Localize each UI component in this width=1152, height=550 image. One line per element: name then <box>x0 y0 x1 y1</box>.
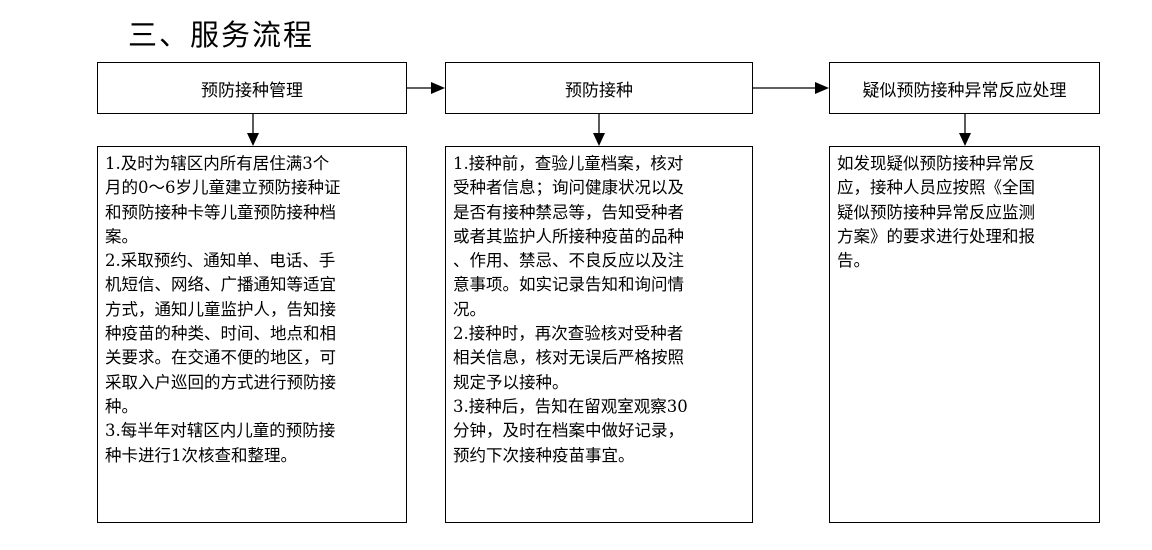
step-1-line: 月的0～6岁儿童建立预防接种证 <box>105 178 341 198</box>
step-2-line: 规定予以接种。 <box>453 372 569 392</box>
step-1-line: 采取入户巡回的方式进行预防接 <box>105 372 336 392</box>
arrowhead-step3-down <box>959 133 971 146</box>
step-2-line: 况。 <box>453 299 486 319</box>
step-3-line: 方案》的要求进行处理和报 <box>837 226 1035 246</box>
step-1-line: 3.每半年对辖区内儿童的预防接 <box>105 421 336 441</box>
step-1-heading-box: 预防接种管理 <box>97 62 407 114</box>
step-2-line: 3.接种后，告知在留观室观察30 <box>453 396 688 416</box>
step-2-line: 受种者信息；询问健康状况以及 <box>453 178 684 198</box>
step-3-detail-box: 如发现疑似预防接种异常反 应，接种人员应按照《全国 疑似预防接种异常反应监测 方… <box>829 146 1100 523</box>
step-2-line: 是否有接种禁忌等，告知受种者 <box>453 202 684 222</box>
step-3-line: 疑似预防接种异常反应监测 <box>837 202 1035 222</box>
step-1-heading: 预防接种管理 <box>201 80 303 101</box>
step-1-line: 方式，通知儿童监护人，告知接 <box>105 299 336 319</box>
step-2-heading-box: 预防接种 <box>445 62 753 114</box>
step-2-line: 预约下次接种疫苗事宜。 <box>453 445 635 465</box>
step-3-heading-box: 疑似预防接种异常反应处理 <box>829 62 1100 114</box>
step-2-line: 意事项。如实记录告知和询问情 <box>453 275 684 295</box>
step-1-line: 1.及时为辖区内所有居住满3个 <box>105 154 330 173</box>
step-3-line: 如发现疑似预防接种异常反 <box>837 154 1035 173</box>
step-1-line: 种疫苗的种类、时间、地点和相 <box>105 324 336 344</box>
step-2-heading: 预防接种 <box>565 80 633 101</box>
step-2-detail-box: 1.接种前，查验儿童档案，核对 受种者信息；询问健康状况以及 是否有接种禁忌等，… <box>445 146 753 523</box>
page-title: 三、服务流程 <box>128 18 315 52</box>
step-2-line: 2.接种时，再次查验核对受种者 <box>453 324 684 344</box>
step-1-line: 和预防接种卡等儿童预防接种档 <box>105 202 336 222</box>
step-1-line: 机短信、网络、广播通知等适宜 <box>105 275 336 295</box>
step-1-line: 2.采取预约、通知单、电话、手 <box>105 251 336 271</box>
step-1-detail-box: 1.及时为辖区内所有居住满3个 月的0～6岁儿童建立预防接种证 和预防接种卡等儿… <box>97 146 407 523</box>
step-1-line: 案。 <box>105 226 138 246</box>
step-2-line: 、作用、禁忌、不良反应以及注 <box>453 251 684 271</box>
step-3-line: 应，接种人员应按照《全国 <box>837 178 1035 198</box>
arrowhead-step2-down <box>593 133 605 146</box>
step-2-line: 或者其监护人所接种疫苗的品种 <box>453 226 684 246</box>
step-2-line: 相关信息，核对无误后严格按照 <box>453 348 684 368</box>
step-2-line: 分钟，及时在档案中做好记录， <box>453 421 684 441</box>
arrowhead-step1-to-step2 <box>431 82 445 94</box>
step-1-line: 种。 <box>105 396 138 416</box>
step-2-line: 1.接种前，查验儿童档案，核对 <box>453 154 684 173</box>
step-1-line: 关要求。在交通不便的地区，可 <box>105 348 336 368</box>
step-3-line: 告。 <box>837 251 870 271</box>
arrowhead-step1-down <box>247 133 259 146</box>
step-1-line: 种卡进行1次核查和整理。 <box>105 445 297 465</box>
step-3-heading: 疑似预防接种异常反应处理 <box>862 80 1067 101</box>
arrowhead-step2-to-step3 <box>815 82 829 94</box>
